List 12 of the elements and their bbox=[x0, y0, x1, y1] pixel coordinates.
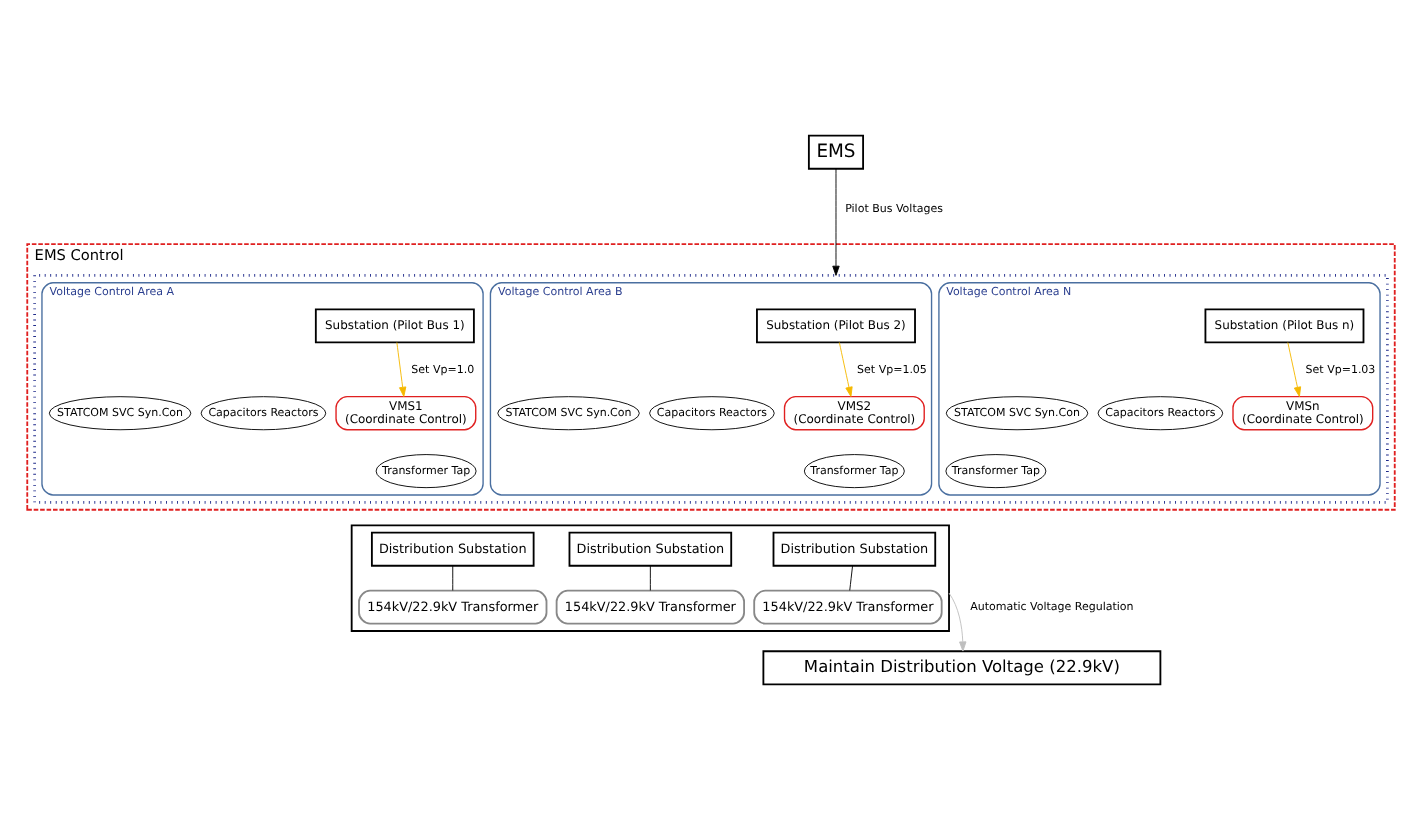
arrow bbox=[838, 342, 853, 397]
arrow bbox=[1287, 342, 1302, 397]
cluster bbox=[33, 274, 1389, 504]
arrow bbox=[948, 592, 967, 652]
node-box: Maintain Distribution Voltage (22.9kV) bbox=[762, 650, 1162, 686]
connector bbox=[849, 565, 853, 591]
arrow bbox=[396, 342, 407, 397]
connector bbox=[452, 565, 454, 591]
arrow bbox=[832, 168, 840, 276]
connector bbox=[649, 565, 651, 591]
cluster bbox=[350, 524, 950, 632]
node-box: EMS bbox=[807, 134, 864, 170]
